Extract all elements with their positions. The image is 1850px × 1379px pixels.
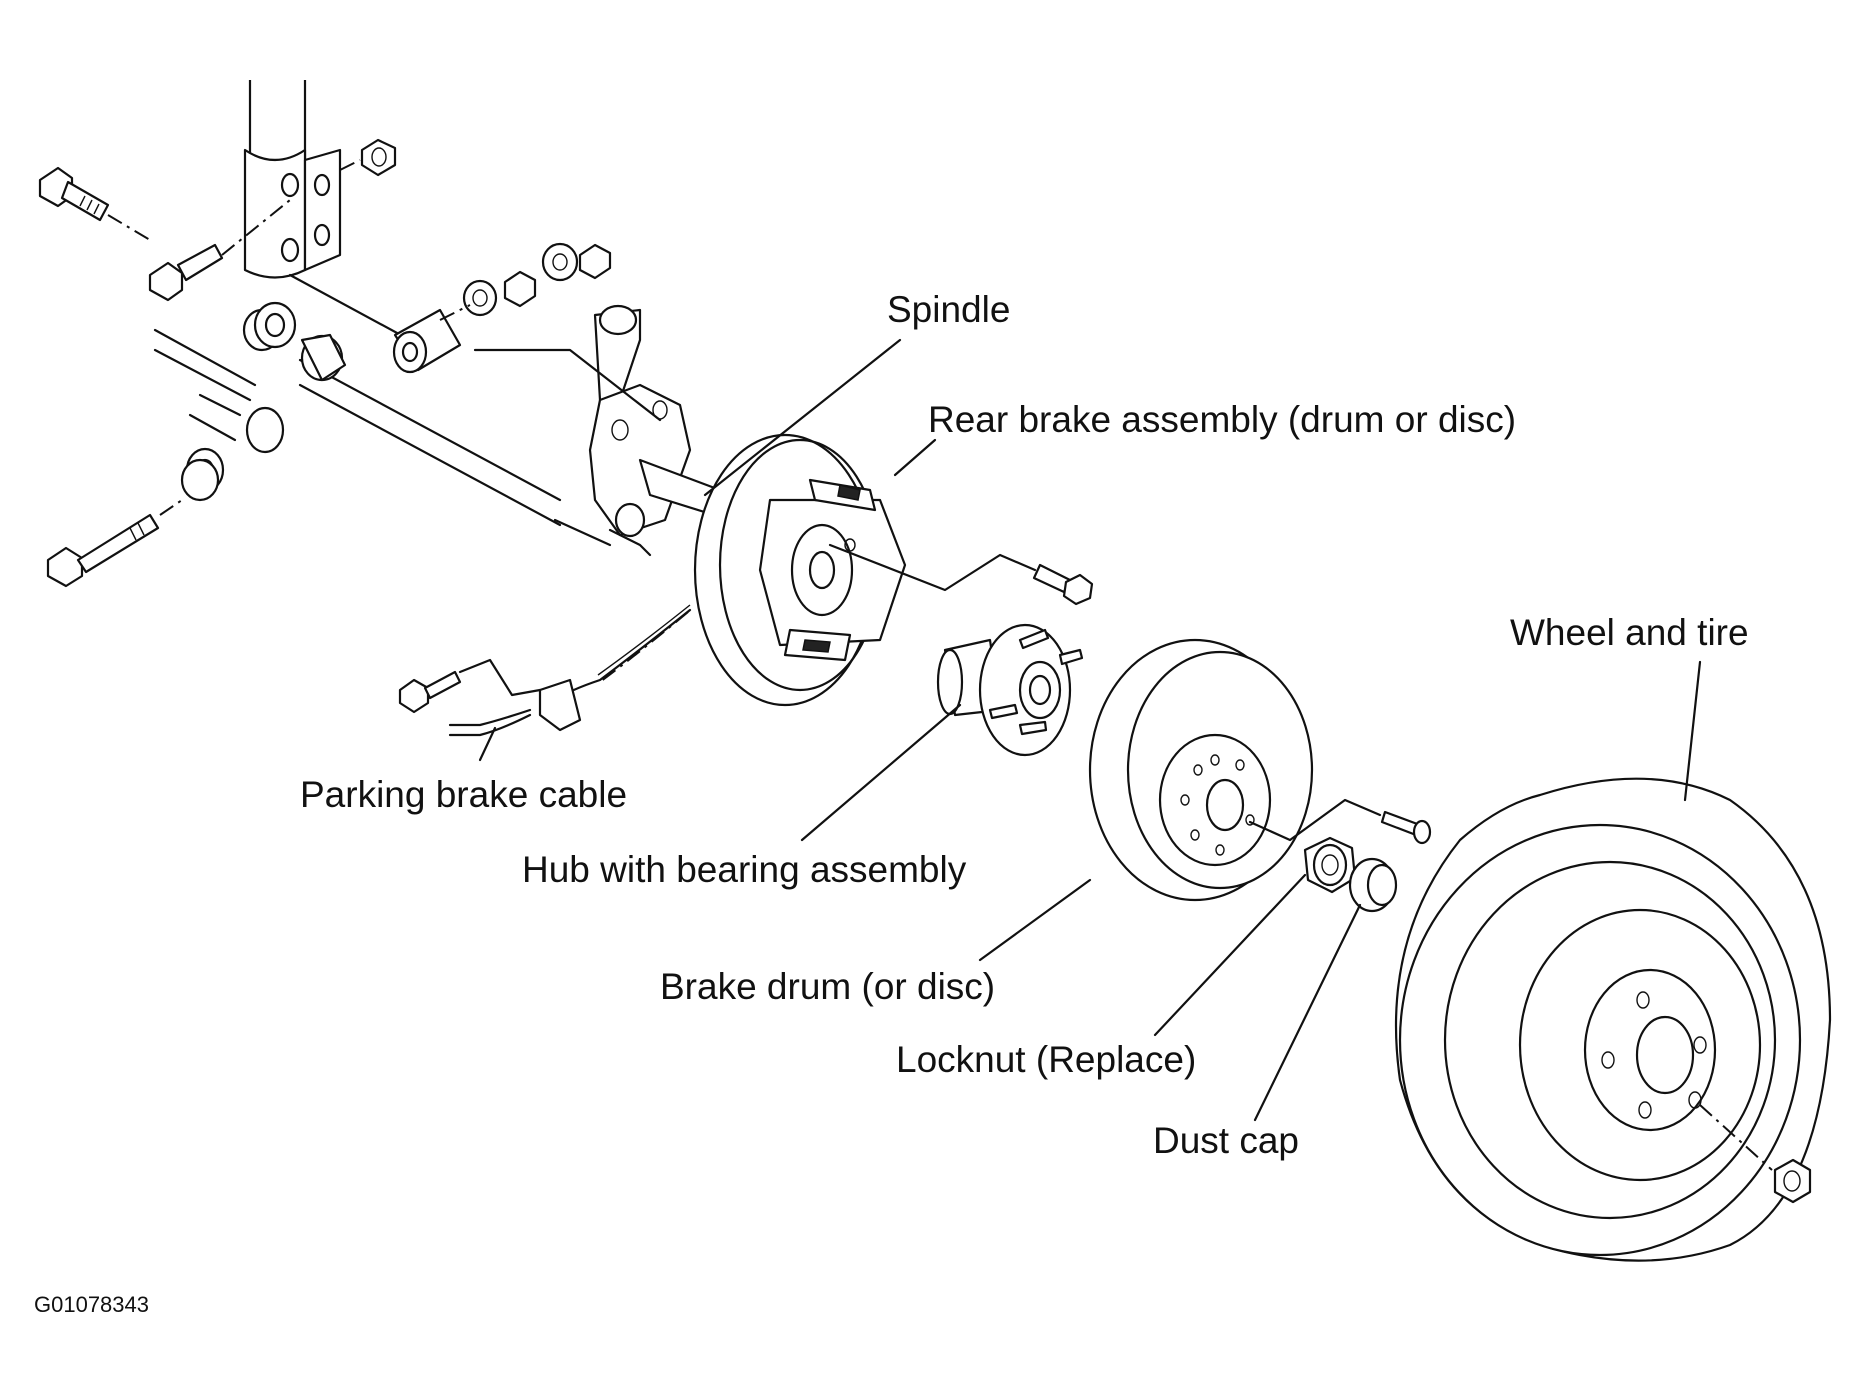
washer-icon-2: [180, 458, 220, 502]
label-parking-brake-cable: Parking brake cable: [300, 774, 628, 815]
parking-brake-cable-icon: [448, 604, 692, 737]
long-bolt-icon: [46, 513, 160, 588]
dust-cap-icon: [1348, 857, 1398, 913]
label-brake-drum: Brake drum (or disc): [660, 966, 996, 1007]
wheel-nut-icon: [1773, 1158, 1812, 1204]
washer-nut-set-icon: [439, 242, 612, 321]
label-dust-cap: Dust cap: [1153, 1120, 1300, 1161]
label-wheel-and-tire: Wheel and tire: [1510, 612, 1749, 653]
bolt-icon: [148, 243, 224, 302]
hub-bearing-icon: [936, 623, 1084, 757]
nut-icon: [360, 138, 397, 177]
brake-backing-plate-icon: [693, 433, 907, 707]
label-spindle: Spindle: [887, 289, 1011, 330]
leader-lines: [478, 338, 1702, 1122]
drum-screw-icon: [1380, 810, 1432, 845]
shock-absorber-icon: [243, 80, 342, 279]
brake-drum-icon: [1088, 638, 1314, 902]
strut-bolt-icon: [38, 166, 110, 222]
label-rear-brake-assembly: Rear brake assembly (drum or disc): [928, 399, 1517, 440]
lower-arm-icon: [153, 273, 562, 527]
plate-bolt-icon: [1032, 563, 1094, 606]
label-hub-with-bearing: Hub with bearing assembly: [522, 849, 967, 890]
cable-bolt-icon: [398, 670, 462, 714]
wheel-and-tire-icon: [1394, 777, 1832, 1262]
figure-id: G01078343: [34, 1292, 149, 1317]
bushing-icon: [392, 308, 462, 374]
locknut-icon: [1303, 836, 1357, 894]
label-locknut: Locknut (Replace): [896, 1039, 1197, 1080]
